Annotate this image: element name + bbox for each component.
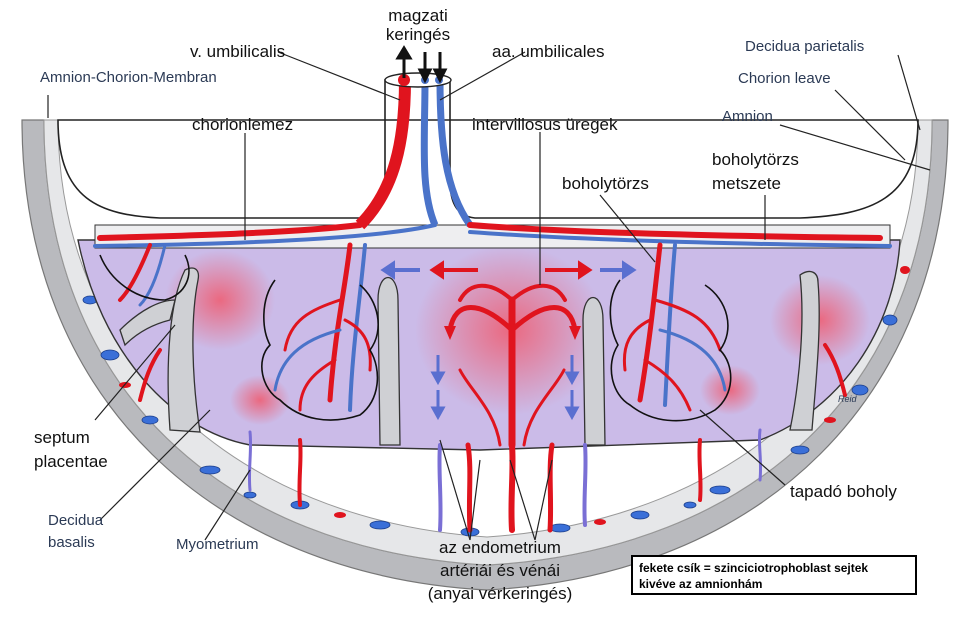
placental-septa bbox=[119, 267, 820, 446]
amniotic-cavity bbox=[57, 79, 919, 219]
leader-lines bbox=[47, 51, 931, 541]
villous-outlines bbox=[99, 254, 732, 422]
label-stem-villus: boholytörzs bbox=[562, 174, 649, 193]
chorionic-vessels bbox=[93, 222, 892, 412]
spiral-artery-jet bbox=[447, 283, 578, 449]
label-myometrium: Myometrium bbox=[176, 536, 259, 553]
label-chorionic-plate: chorionlemez bbox=[192, 115, 293, 134]
venous-drain-arrows bbox=[430, 355, 580, 421]
label-endometrial-vessels-2: artériái és vénái bbox=[440, 561, 560, 580]
legend-line-1: fekete csík = szinciciotrophoblast sejte… bbox=[639, 561, 869, 575]
legend-line-2: kivéve az amnionhám bbox=[639, 577, 763, 591]
label-septum-placentae-2: placentae bbox=[34, 452, 108, 471]
label-endometrial-vessels-3: (anyai vérkeringés) bbox=[428, 584, 573, 603]
fetal-flow-arrows bbox=[395, 45, 448, 84]
label-septum-placentae-1: septum bbox=[34, 428, 90, 447]
label-intervillous-spaces: intervillosus üregek bbox=[472, 115, 618, 134]
decidua-red-spots bbox=[119, 266, 910, 525]
label-umbilical-vein: v. umbilicalis bbox=[190, 42, 285, 61]
label-endometrial-vessels-1: az endometrium bbox=[439, 538, 561, 557]
label-stem-villus-section-1: boholytörzs bbox=[712, 150, 799, 169]
artist-signature: Reid bbox=[838, 394, 858, 404]
label-stem-villus-section-2: metszete bbox=[712, 174, 781, 193]
label-decidua-basalis-1: Decidua bbox=[48, 512, 104, 529]
label-amnion-chorion-membrane: Amnion-Chorion-Membran bbox=[40, 69, 217, 86]
label-umbilical-arteries: aa. umbilicales bbox=[492, 42, 604, 61]
endometrial-vessels bbox=[138, 343, 847, 533]
label-chorion-leave: Chorion leave bbox=[738, 70, 831, 87]
legend-box: fekete csík = szinciciotrophoblast sejte… bbox=[631, 555, 917, 595]
label-fetal-circulation-1: magzati bbox=[388, 6, 448, 25]
label-decidua-basalis-2: basalis bbox=[48, 534, 95, 551]
label-amnion: Amnion bbox=[722, 108, 773, 125]
label-anchoring-villus: tapadó boholy bbox=[790, 482, 897, 501]
label-decidua-parietalis: Decidua parietalis bbox=[745, 38, 864, 55]
label-fetal-circulation-2: keringés bbox=[386, 25, 450, 44]
jet-arrowheads bbox=[444, 326, 581, 340]
maternal-flow-arrows bbox=[380, 260, 637, 280]
